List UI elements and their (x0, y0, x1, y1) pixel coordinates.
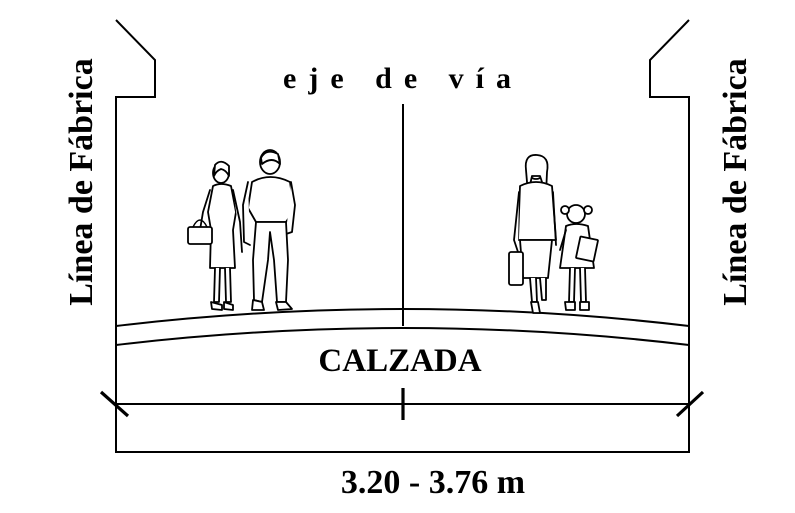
left-building-outline (115, 19, 690, 453)
left-edge-label: Línea de Fábrica (63, 58, 100, 305)
woman-with-briefcase-icon (508, 154, 557, 314)
axis-label: eje de vía (283, 62, 523, 95)
right-edge-label: Línea de Fábrica (717, 58, 754, 305)
width-dimension-label: 3.20 - 3.76 m (341, 464, 525, 501)
woman-with-handbag-icon (187, 160, 243, 311)
dimension-line (99, 388, 705, 420)
man-walking-icon (242, 149, 296, 311)
road-label: CALZADA (318, 343, 481, 379)
child-with-books-icon (559, 204, 599, 311)
